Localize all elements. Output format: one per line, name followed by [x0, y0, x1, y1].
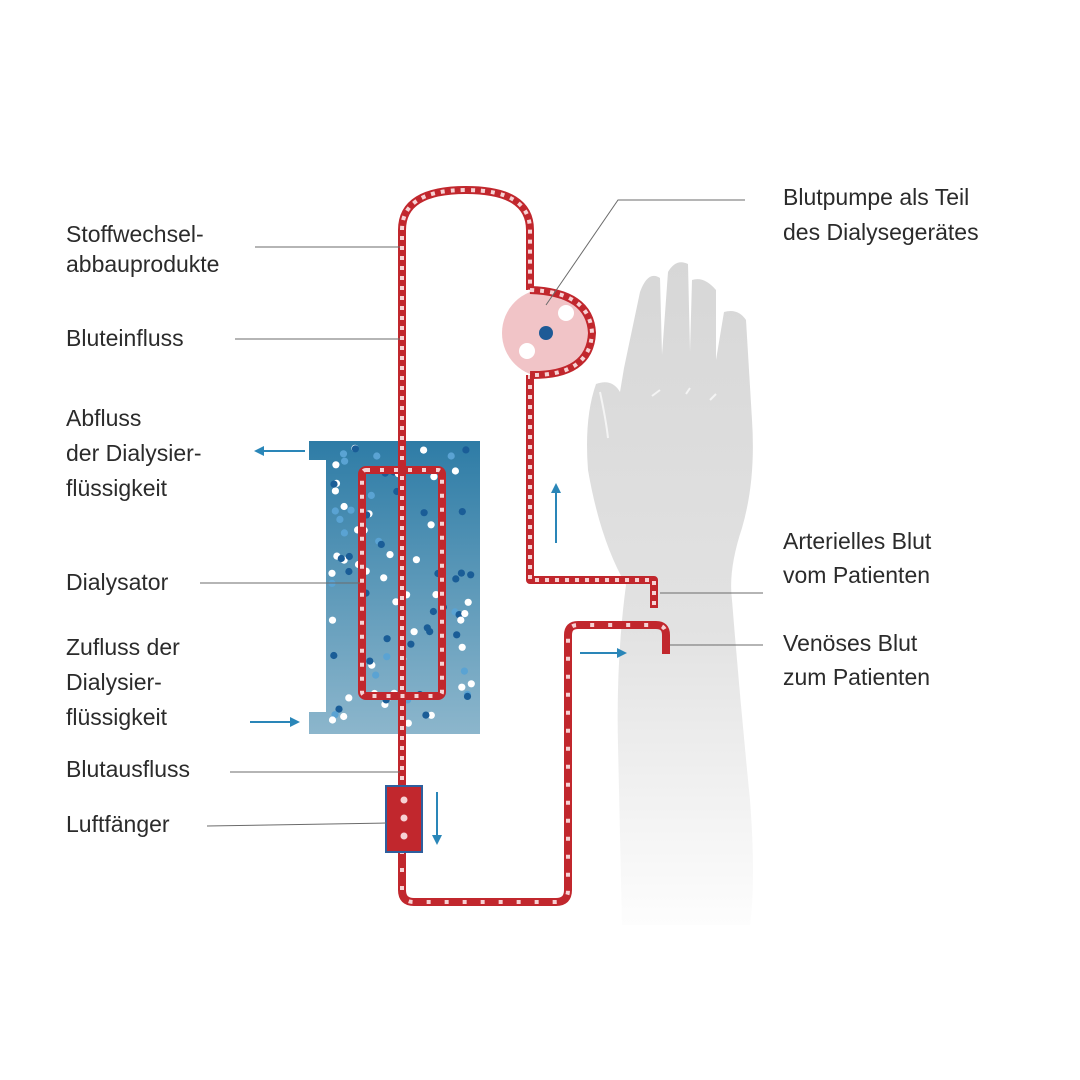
particle: [340, 712, 348, 721]
particle: [386, 551, 394, 559]
particle: [427, 521, 435, 529]
label-line: Venöses Blut: [783, 630, 918, 656]
particle: [373, 452, 381, 460]
label-blutpumpe: Blutpumpe als Teil des Dialysegerätes: [783, 184, 979, 245]
particle: [410, 628, 418, 636]
label-venoeses: Venöses Blut zum Patienten: [783, 630, 930, 690]
particle: [467, 680, 475, 688]
particle: [463, 692, 472, 701]
blood-pump: [502, 286, 596, 380]
particle: [460, 667, 468, 675]
particle: [340, 529, 348, 537]
label-bluteinfluss: Bluteinfluss: [66, 325, 184, 351]
particle: [345, 552, 353, 561]
leader-lines: [200, 199, 763, 827]
label-dialysator: Dialysator: [66, 569, 169, 595]
label-arterielles: Arterielles Blut vom Patienten: [783, 528, 932, 588]
particle: [328, 616, 337, 624]
particle: [351, 445, 359, 453]
particle: [457, 569, 465, 577]
particle: [335, 705, 343, 713]
air-trap: [385, 785, 423, 853]
particle: [458, 508, 466, 516]
label-line: Blutausfluss: [66, 756, 190, 782]
particle: [457, 616, 465, 624]
particle: [458, 643, 466, 651]
particle: [328, 716, 337, 724]
label-blutausfluss: Blutausfluss: [66, 756, 190, 782]
particle: [432, 591, 440, 599]
label-line: Luftfänger: [66, 811, 170, 837]
particle: [345, 694, 353, 702]
blood-circuit: [358, 186, 670, 906]
particle: [337, 554, 345, 563]
label-line: Arterielles Blut: [783, 528, 932, 554]
particle: [420, 446, 428, 454]
label-line: flüssigkeit: [66, 704, 168, 730]
particle: [332, 461, 340, 469]
particle: [422, 711, 430, 719]
label-line: Dialysator: [66, 569, 169, 595]
particle: [336, 515, 344, 524]
label-line: Bluteinfluss: [66, 325, 184, 351]
particle: [372, 671, 380, 679]
label-line: der Dialysier-: [66, 440, 201, 466]
label-line: Blutpumpe als Teil: [783, 184, 969, 210]
particle: [430, 473, 438, 481]
particle: [377, 540, 385, 549]
label-line: Stoffwechsel-: [66, 221, 204, 247]
label-line: zum Patienten: [783, 664, 930, 690]
particle: [462, 446, 470, 454]
particle: [407, 640, 415, 648]
label-line: abbauprodukte: [66, 251, 219, 277]
particle: [429, 607, 437, 616]
particle: [345, 567, 353, 576]
label-stoffwechsel: Stoffwechsel-abbauprodukte: [66, 221, 219, 277]
particle: [452, 575, 460, 583]
label-line: Dialysier-: [66, 669, 162, 695]
particle: [347, 506, 355, 514]
particle: [464, 598, 472, 606]
particle: [366, 657, 374, 665]
particle: [426, 628, 434, 636]
flow-arrows: [250, 446, 627, 845]
particle: [367, 491, 375, 499]
particle: [392, 598, 400, 606]
particle: [383, 635, 391, 643]
labels: Stoffwechsel-abbauprodukte Bluteinfluss …: [66, 184, 979, 837]
label-line: flüssigkeit: [66, 475, 168, 501]
particle: [467, 571, 475, 579]
particle: [331, 507, 339, 515]
label-line: Zufluss der: [66, 634, 180, 660]
particle: [383, 653, 391, 661]
particle: [330, 480, 338, 488]
particle: [427, 711, 435, 719]
label-line: des Dialysegerätes: [783, 219, 979, 245]
particle: [453, 631, 461, 639]
particle: [412, 556, 420, 564]
label-line: vom Patienten: [783, 562, 930, 588]
particle: [380, 574, 388, 582]
label-luftfaenger: Luftfänger: [66, 811, 170, 837]
particle: [330, 651, 338, 660]
particle: [328, 569, 336, 577]
particle: [341, 457, 349, 465]
particle: [451, 467, 459, 475]
particle: [339, 450, 348, 458]
label-abfluss: Abfluss der Dialysier-flüssigkeit: [66, 405, 201, 501]
particle: [420, 509, 428, 517]
particle: [455, 611, 463, 619]
particle: [340, 502, 348, 511]
particle: [404, 719, 412, 727]
particle: [331, 487, 339, 495]
patient-arm-hand: [587, 262, 753, 925]
label-line: Abfluss: [66, 405, 141, 431]
particle: [447, 452, 455, 460]
dialyzer: [309, 441, 480, 734]
particle: [461, 610, 469, 618]
particle: [458, 683, 466, 691]
